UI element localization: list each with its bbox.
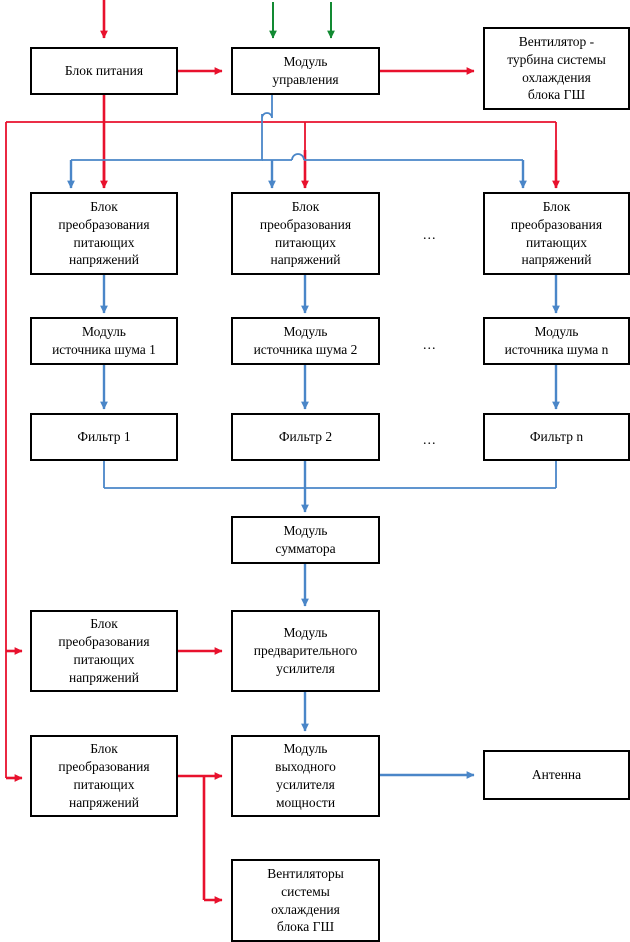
box-label: мощности bbox=[275, 794, 336, 810]
box-label: питающих bbox=[73, 234, 135, 250]
box-label: Модуль bbox=[283, 54, 328, 70]
box-noise-source-module-1[interactable]: Модуль источника шума 1 bbox=[30, 317, 178, 365]
box-noise-source-module-n[interactable]: Модуль источника шума n bbox=[483, 317, 630, 365]
box-label: турбина системы bbox=[507, 51, 606, 67]
box-label: питающих bbox=[526, 234, 587, 250]
box-label: управления bbox=[272, 72, 339, 87]
box-voltage-converter-1[interactable]: Блок преобразования питающих напряжений bbox=[30, 192, 178, 275]
box-label: блока ГШ bbox=[276, 919, 335, 935]
box-label: Блок питания bbox=[64, 63, 144, 79]
box-label: Модуль bbox=[283, 741, 328, 757]
box-label: Модуль bbox=[283, 523, 328, 539]
box-preamplifier-module[interactable]: Модуль предварительного усилителя bbox=[231, 610, 380, 692]
box-label: Фильтр 2 bbox=[278, 429, 333, 445]
box-label: напряжений bbox=[68, 669, 140, 685]
box-label: охлаждения bbox=[522, 69, 591, 85]
box-label: источника шума n bbox=[504, 342, 609, 357]
box-label: Блок bbox=[291, 198, 320, 214]
box-cooling-fans-unit[interactable]: Вентиляторы системы охлаждения блока ГШ bbox=[231, 859, 380, 942]
box-noise-source-module-2[interactable]: Модуль источника шума 2 bbox=[231, 317, 380, 365]
box-label: Фильтр n bbox=[529, 429, 584, 445]
box-label: Модуль bbox=[534, 324, 579, 340]
box-label: источника шума 2 bbox=[253, 342, 358, 357]
box-voltage-converter-n[interactable]: Блок преобразования питающих напряжений bbox=[483, 192, 630, 275]
box-power-supply-unit[interactable]: Блок питания bbox=[30, 47, 178, 95]
box-label: Фильтр 1 bbox=[77, 429, 131, 445]
box-label: охлаждения bbox=[271, 901, 340, 917]
box-voltage-converter-poweramp[interactable]: Блок преобразования питающих напряжений bbox=[30, 735, 178, 817]
box-filter-1[interactable]: Фильтр 1 bbox=[30, 413, 178, 461]
box-control-module[interactable]: Модуль управления bbox=[231, 47, 380, 95]
box-label: напряжений bbox=[521, 252, 592, 268]
box-output-power-amplifier-module[interactable]: Модуль выходного усилителя мощности bbox=[231, 735, 380, 817]
box-label: Блок bbox=[90, 198, 118, 214]
box-label: Модуль bbox=[283, 625, 328, 641]
box-label: усилителя bbox=[276, 777, 335, 792]
box-label: преобразования bbox=[58, 759, 150, 775]
box-label: блока ГШ bbox=[527, 87, 586, 103]
box-label: питающих bbox=[73, 777, 135, 792]
box-label: системы bbox=[281, 883, 330, 899]
box-label: Блок bbox=[90, 616, 118, 632]
box-voltage-converter-preamp[interactable]: Блок преобразования питающих напряжений bbox=[30, 610, 178, 692]
box-label: Вентилятор - bbox=[518, 33, 595, 49]
box-filter-2[interactable]: Фильтр 2 bbox=[231, 413, 380, 461]
box-label: источника шума 1 bbox=[52, 342, 156, 357]
box-label: напряжений bbox=[270, 252, 341, 268]
ellipsis-filter-row: ... bbox=[423, 433, 437, 448]
box-summator-module[interactable]: Модуль сумматора bbox=[231, 516, 380, 564]
box-label: напряжений bbox=[68, 252, 140, 268]
box-label: напряжений bbox=[68, 794, 140, 810]
box-label: Блок bbox=[90, 741, 118, 757]
control-bus-hop-over-blue bbox=[291, 153, 305, 161]
box-label: предварительного bbox=[253, 643, 358, 659]
box-label: питающих bbox=[275, 234, 336, 250]
box-label: Вентиляторы bbox=[267, 865, 344, 881]
box-voltage-converter-2[interactable]: Блок преобразования питающих напряжений bbox=[231, 192, 380, 275]
box-label: преобразования bbox=[58, 216, 150, 232]
control-bus-hop-over-power bbox=[261, 112, 273, 119]
box-label: Модуль bbox=[82, 324, 126, 340]
box-label: преобразования bbox=[58, 634, 150, 650]
box-label: выходного bbox=[275, 759, 336, 775]
box-label: усилителя bbox=[276, 660, 335, 676]
box-antenna[interactable]: Антенна bbox=[483, 750, 630, 800]
box-label: преобразования bbox=[259, 216, 352, 232]
box-label: сумматора bbox=[275, 541, 336, 556]
control-bus-to-left-segment bbox=[71, 118, 263, 161]
box-label: Модуль bbox=[283, 324, 328, 340]
box-turbine-fan-cooling[interactable]: Вентилятор - турбина системы охлаждения … bbox=[483, 27, 630, 110]
box-label: питающих bbox=[73, 652, 135, 667]
box-filter-n[interactable]: Фильтр n bbox=[483, 413, 630, 461]
ellipsis-converters-row: ... bbox=[423, 228, 437, 243]
box-label: преобразования bbox=[510, 216, 603, 232]
ellipsis-noise-row: ... bbox=[423, 338, 437, 353]
box-label: Блок bbox=[542, 198, 571, 214]
box-label: Антенна bbox=[531, 767, 582, 783]
